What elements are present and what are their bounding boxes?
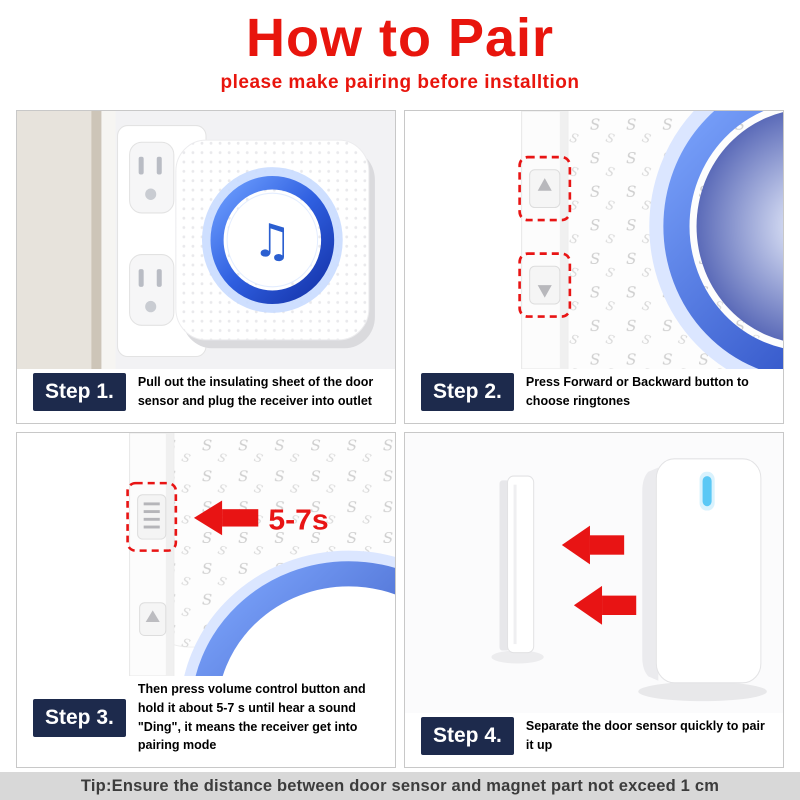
step-1-caption: Step 1. Pull out the insulating sheet of… (17, 369, 395, 423)
step-1-panel: ♫ Step 1. Pull out the insulating sheet … (16, 110, 396, 424)
step-2-text: Press Forward or Backward button to choo… (525, 375, 749, 408)
up-arrow-icon (145, 610, 160, 622)
tip-text: Tip:Ensure the distance between door sen… (80, 776, 720, 795)
ringtone-buttons-image: S S (405, 111, 783, 369)
step-3-caption: Step 3. Then press volume control button… (17, 676, 395, 767)
tip-bar: Tip:Ensure the distance between door sen… (0, 772, 800, 800)
ring-interior (696, 112, 783, 341)
blue-ring (210, 176, 335, 304)
step-3-panel: S S (16, 432, 396, 768)
forward-button (139, 602, 167, 636)
step-2-illustration: S S (405, 111, 783, 369)
forward-button-highlight (518, 155, 572, 222)
step-2-caption: Step 2. Press Forward or Backward button… (405, 369, 783, 423)
door-sensor-image (405, 433, 783, 713)
forward-button (529, 169, 561, 209)
up-arrow-icon (537, 178, 552, 191)
step-4-illustration (405, 433, 783, 713)
step-4-text: Separate the door sensor quickly to pair… (525, 719, 765, 752)
blue-ring-arc (195, 561, 395, 676)
backward-button (529, 265, 561, 305)
step-1-label: Step 1. (33, 373, 126, 411)
red-arrow-icon (193, 500, 223, 536)
step-1-text: Pull out the insulating sheet of the doo… (137, 375, 374, 408)
step-3-text: Then press volume control button and hol… (137, 682, 366, 753)
red-arrow-tail (602, 595, 637, 615)
step-4-caption: Step 4. Separate the door sensor quickly… (405, 713, 783, 767)
ring-interior (222, 586, 395, 676)
steps-grid: ♫ Step 1. Pull out the insulating sheet … (16, 110, 784, 768)
red-arrow-icon (573, 585, 603, 625)
wall-corner (17, 111, 116, 369)
hold-annotation: 5-7s (193, 500, 329, 536)
music-note-icon: ♫ (253, 214, 293, 268)
red-arrow-icon (561, 525, 590, 565)
step-4-label: Step 4. (421, 717, 514, 755)
step-2-panel: S S (404, 110, 784, 424)
page-subtitle: please make pairing before installtion (220, 71, 580, 93)
ring-center (226, 192, 319, 288)
receiver-device: ♫ (175, 139, 375, 349)
blue-ring-arc (663, 111, 783, 369)
receiver-side-edge (129, 433, 175, 676)
volume-button-image: S S (17, 433, 395, 676)
receiver-front-face (555, 111, 783, 369)
led-indicator (702, 476, 712, 507)
step-3-illustration: S S (17, 433, 395, 676)
hold-time-label: 5-7s (268, 504, 328, 536)
down-arrow-icon (537, 285, 552, 298)
page-title: How to Pair (245, 8, 555, 68)
door-sensor-body (642, 458, 762, 684)
receiver-side-edge (521, 111, 569, 369)
receiver-in-outlet-image: ♫ (17, 111, 395, 369)
step-4-panel: Step 4. Separate the door sensor quickly… (404, 432, 784, 768)
ring-glow (649, 111, 783, 369)
magnet-shadow (491, 650, 544, 664)
step-2-label: Step 2. (421, 373, 514, 411)
magnet-bar (499, 475, 535, 654)
backward-button-highlight (518, 252, 572, 318)
volume-button-highlight (126, 481, 178, 552)
ring-glow (184, 550, 395, 676)
receiver-front-face (135, 433, 395, 676)
header: How to Pair please make pairing before i… (0, 0, 800, 94)
red-arrow-tail (589, 535, 625, 555)
red-arrow-tail (222, 509, 259, 527)
volume-button (137, 494, 167, 540)
step-1-illustration: ♫ (17, 111, 395, 369)
ring-glow (201, 167, 343, 313)
sensor-shadow (638, 681, 767, 702)
step-3-label: Step 3. (33, 698, 126, 737)
separate-arrows (561, 525, 637, 625)
